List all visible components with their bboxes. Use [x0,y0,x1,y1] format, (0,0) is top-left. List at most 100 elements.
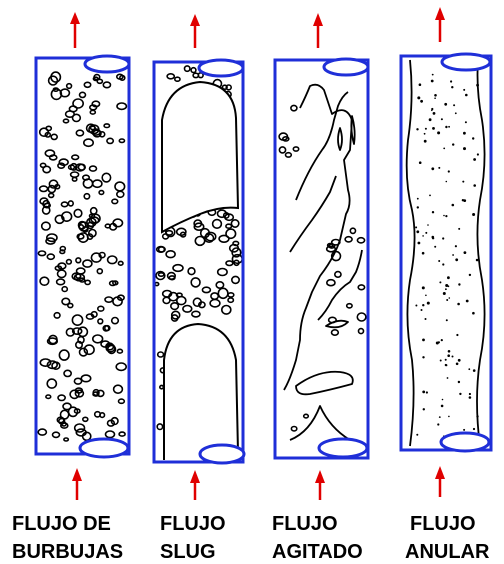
droplet [427,302,430,305]
droplet [447,354,450,357]
bubble [90,110,95,114]
droplet [441,405,444,408]
droplet [463,429,465,431]
caption-churn-line2: AGITADO [272,541,363,563]
bubble [117,349,122,353]
bubble [53,432,60,437]
droplet [468,368,470,370]
bubble [188,268,195,275]
droplet [458,381,460,383]
droplet [438,341,440,343]
bubble [183,306,192,313]
droplet [445,284,448,287]
caption-bubble-line1: FLUJO DE [12,513,111,535]
bottom-arrow-annular [435,466,445,497]
flow-arrows [70,7,445,500]
bubble [228,293,234,297]
droplet [425,295,427,297]
bubble [327,280,335,286]
droplet [434,97,436,99]
bubble [80,348,88,356]
bubble [108,256,117,264]
bubble [347,304,352,308]
droplet [439,416,441,418]
droplet [450,80,452,82]
bubble [93,335,103,343]
droplet [416,128,418,130]
bubble [61,410,69,419]
droplet [425,232,427,234]
bubble [159,247,165,252]
bubble [218,288,228,298]
droplet [429,118,432,121]
droplet [439,281,441,283]
droplet [417,96,420,99]
bubble [63,119,68,123]
bubble [350,228,355,233]
bubbles [38,72,126,441]
bubble [72,178,76,182]
droplet [465,121,467,123]
droplet [447,377,449,379]
bubble [107,138,113,143]
bubble [47,379,56,388]
bubble [163,297,170,303]
droplet [476,84,479,87]
bubble [291,105,297,110]
droplet [466,300,469,303]
droplet [422,339,425,342]
droplet [445,364,447,366]
bubble [226,85,231,90]
bubble [74,378,81,384]
bubble [218,269,227,276]
droplet [462,181,464,183]
bubble [49,193,54,197]
droplet [446,299,448,301]
droplet [425,128,427,130]
droplet [434,94,437,97]
droplet [465,94,468,97]
bubble [62,298,70,304]
droplet [448,416,450,418]
bubble [97,269,102,274]
tube-bubble-top-opening [85,56,129,72]
bubble [51,134,57,139]
bubble [98,306,104,311]
droplet [443,215,445,217]
bubble [98,319,103,324]
tube-bubble-bottom-opening [80,439,128,457]
bubble [222,306,231,315]
droplet [473,158,476,161]
droplet [427,224,429,226]
bubble [64,438,68,441]
bubble [58,395,65,400]
bubble [100,132,105,137]
droplet [441,339,443,341]
bubble [105,326,110,331]
bubble [46,395,51,398]
caption-churn-line1: FLUJO [272,513,338,535]
droplet [442,399,444,401]
bubble [359,329,364,334]
bubble [171,303,179,310]
droplet [473,369,476,372]
droplet [440,360,442,362]
tube-slug-flow [154,60,244,463]
droplet [462,199,464,201]
tube-bubble-flow [36,56,129,457]
tube-annular-bottom-opening [441,433,489,451]
bubble [83,417,88,421]
droplet [476,415,478,417]
bottom-arrow-churn [315,470,325,500]
droplet [431,108,433,110]
droplet [463,89,465,91]
bubble [345,237,352,242]
bubble [226,261,233,266]
bubble [74,209,82,217]
bubble [216,282,223,288]
droplet [442,237,444,239]
droplet [421,309,423,311]
bubble [67,84,72,89]
droplet [415,226,417,228]
top-arrow-slug [190,14,200,48]
